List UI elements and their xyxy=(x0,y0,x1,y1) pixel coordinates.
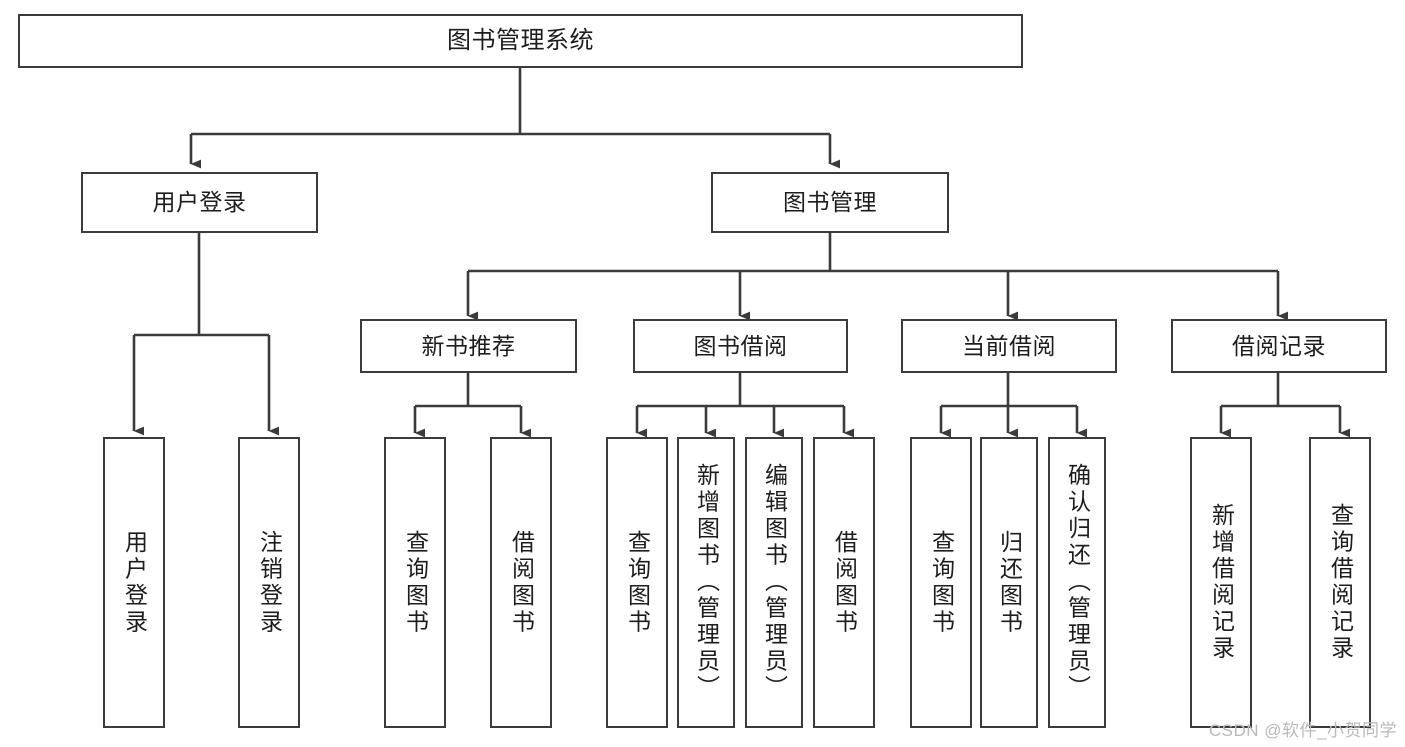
leaf-edit-book-admin[interactable]: 编辑图书（管理员） xyxy=(745,437,803,728)
node-book-management[interactable]: 图书管理 xyxy=(711,172,949,233)
leaf-borrow-book-1-label: 借阅图书 xyxy=(508,529,535,636)
node-new-book-recommend[interactable]: 新书推荐 xyxy=(360,319,577,373)
leaf-confirm-return-admin-label: 确认归还（管理员） xyxy=(1064,463,1091,702)
leaf-user-login[interactable]: 用户登录 xyxy=(103,437,165,728)
leaf-borrow-book-1[interactable]: 借阅图书 xyxy=(490,437,552,728)
node-new-book-recommend-label: 新书推荐 xyxy=(421,332,516,359)
csdn-watermark: CSDN @软件_小贺同学 xyxy=(1208,721,1397,740)
node-root-label: 图书管理系统 xyxy=(447,27,594,55)
node-book-borrow-label: 图书借阅 xyxy=(693,332,788,359)
leaf-query-book-1[interactable]: 查询图书 xyxy=(384,437,446,728)
leaf-borrow-book-2[interactable]: 借阅图书 xyxy=(813,437,875,728)
leaf-add-book-admin-label: 新增图书（管理员） xyxy=(693,463,720,702)
leaf-query-book-2[interactable]: 查询图书 xyxy=(606,437,668,728)
leaf-query-book-3-label: 查询图书 xyxy=(928,529,955,636)
leaf-borrow-book-2-label: 借阅图书 xyxy=(831,529,858,636)
node-book-borrow[interactable]: 图书借阅 xyxy=(633,319,848,373)
leaf-user-login-label: 用户登录 xyxy=(121,529,148,636)
node-user-login-label: 用户登录 xyxy=(152,189,247,216)
leaf-return-book[interactable]: 归还图书 xyxy=(980,437,1038,728)
node-current-borrow-label: 当前借阅 xyxy=(962,332,1056,359)
leaf-confirm-return-admin[interactable]: 确认归还（管理员） xyxy=(1048,437,1106,728)
leaf-logout-login[interactable]: 注销登录 xyxy=(238,437,300,728)
leaf-add-book-admin[interactable]: 新增图书（管理员） xyxy=(677,437,735,728)
node-borrow-record[interactable]: 借阅记录 xyxy=(1171,319,1387,373)
leaf-query-book-1-label: 查询图书 xyxy=(402,529,429,636)
node-book-management-label: 图书管理 xyxy=(783,189,877,216)
node-borrow-record-label: 借阅记录 xyxy=(1232,332,1326,359)
leaf-query-book-3[interactable]: 查询图书 xyxy=(910,437,972,728)
leaf-add-borrow-record[interactable]: 新增借阅记录 xyxy=(1190,437,1252,728)
leaf-logout-login-label: 注销登录 xyxy=(256,529,283,636)
leaf-query-book-2-label: 查询图书 xyxy=(624,529,651,636)
node-root-book-management-system[interactable]: 图书管理系统 xyxy=(18,14,1023,68)
leaf-return-book-label: 归还图书 xyxy=(996,529,1023,636)
leaf-query-borrow-record-label: 查询借阅记录 xyxy=(1327,503,1354,662)
node-user-login[interactable]: 用户登录 xyxy=(81,172,318,233)
leaf-query-borrow-record[interactable]: 查询借阅记录 xyxy=(1309,437,1371,728)
leaf-edit-book-admin-label: 编辑图书（管理员） xyxy=(761,463,788,702)
leaf-add-borrow-record-label: 新增借阅记录 xyxy=(1208,503,1235,662)
node-current-borrow[interactable]: 当前借阅 xyxy=(901,319,1117,373)
